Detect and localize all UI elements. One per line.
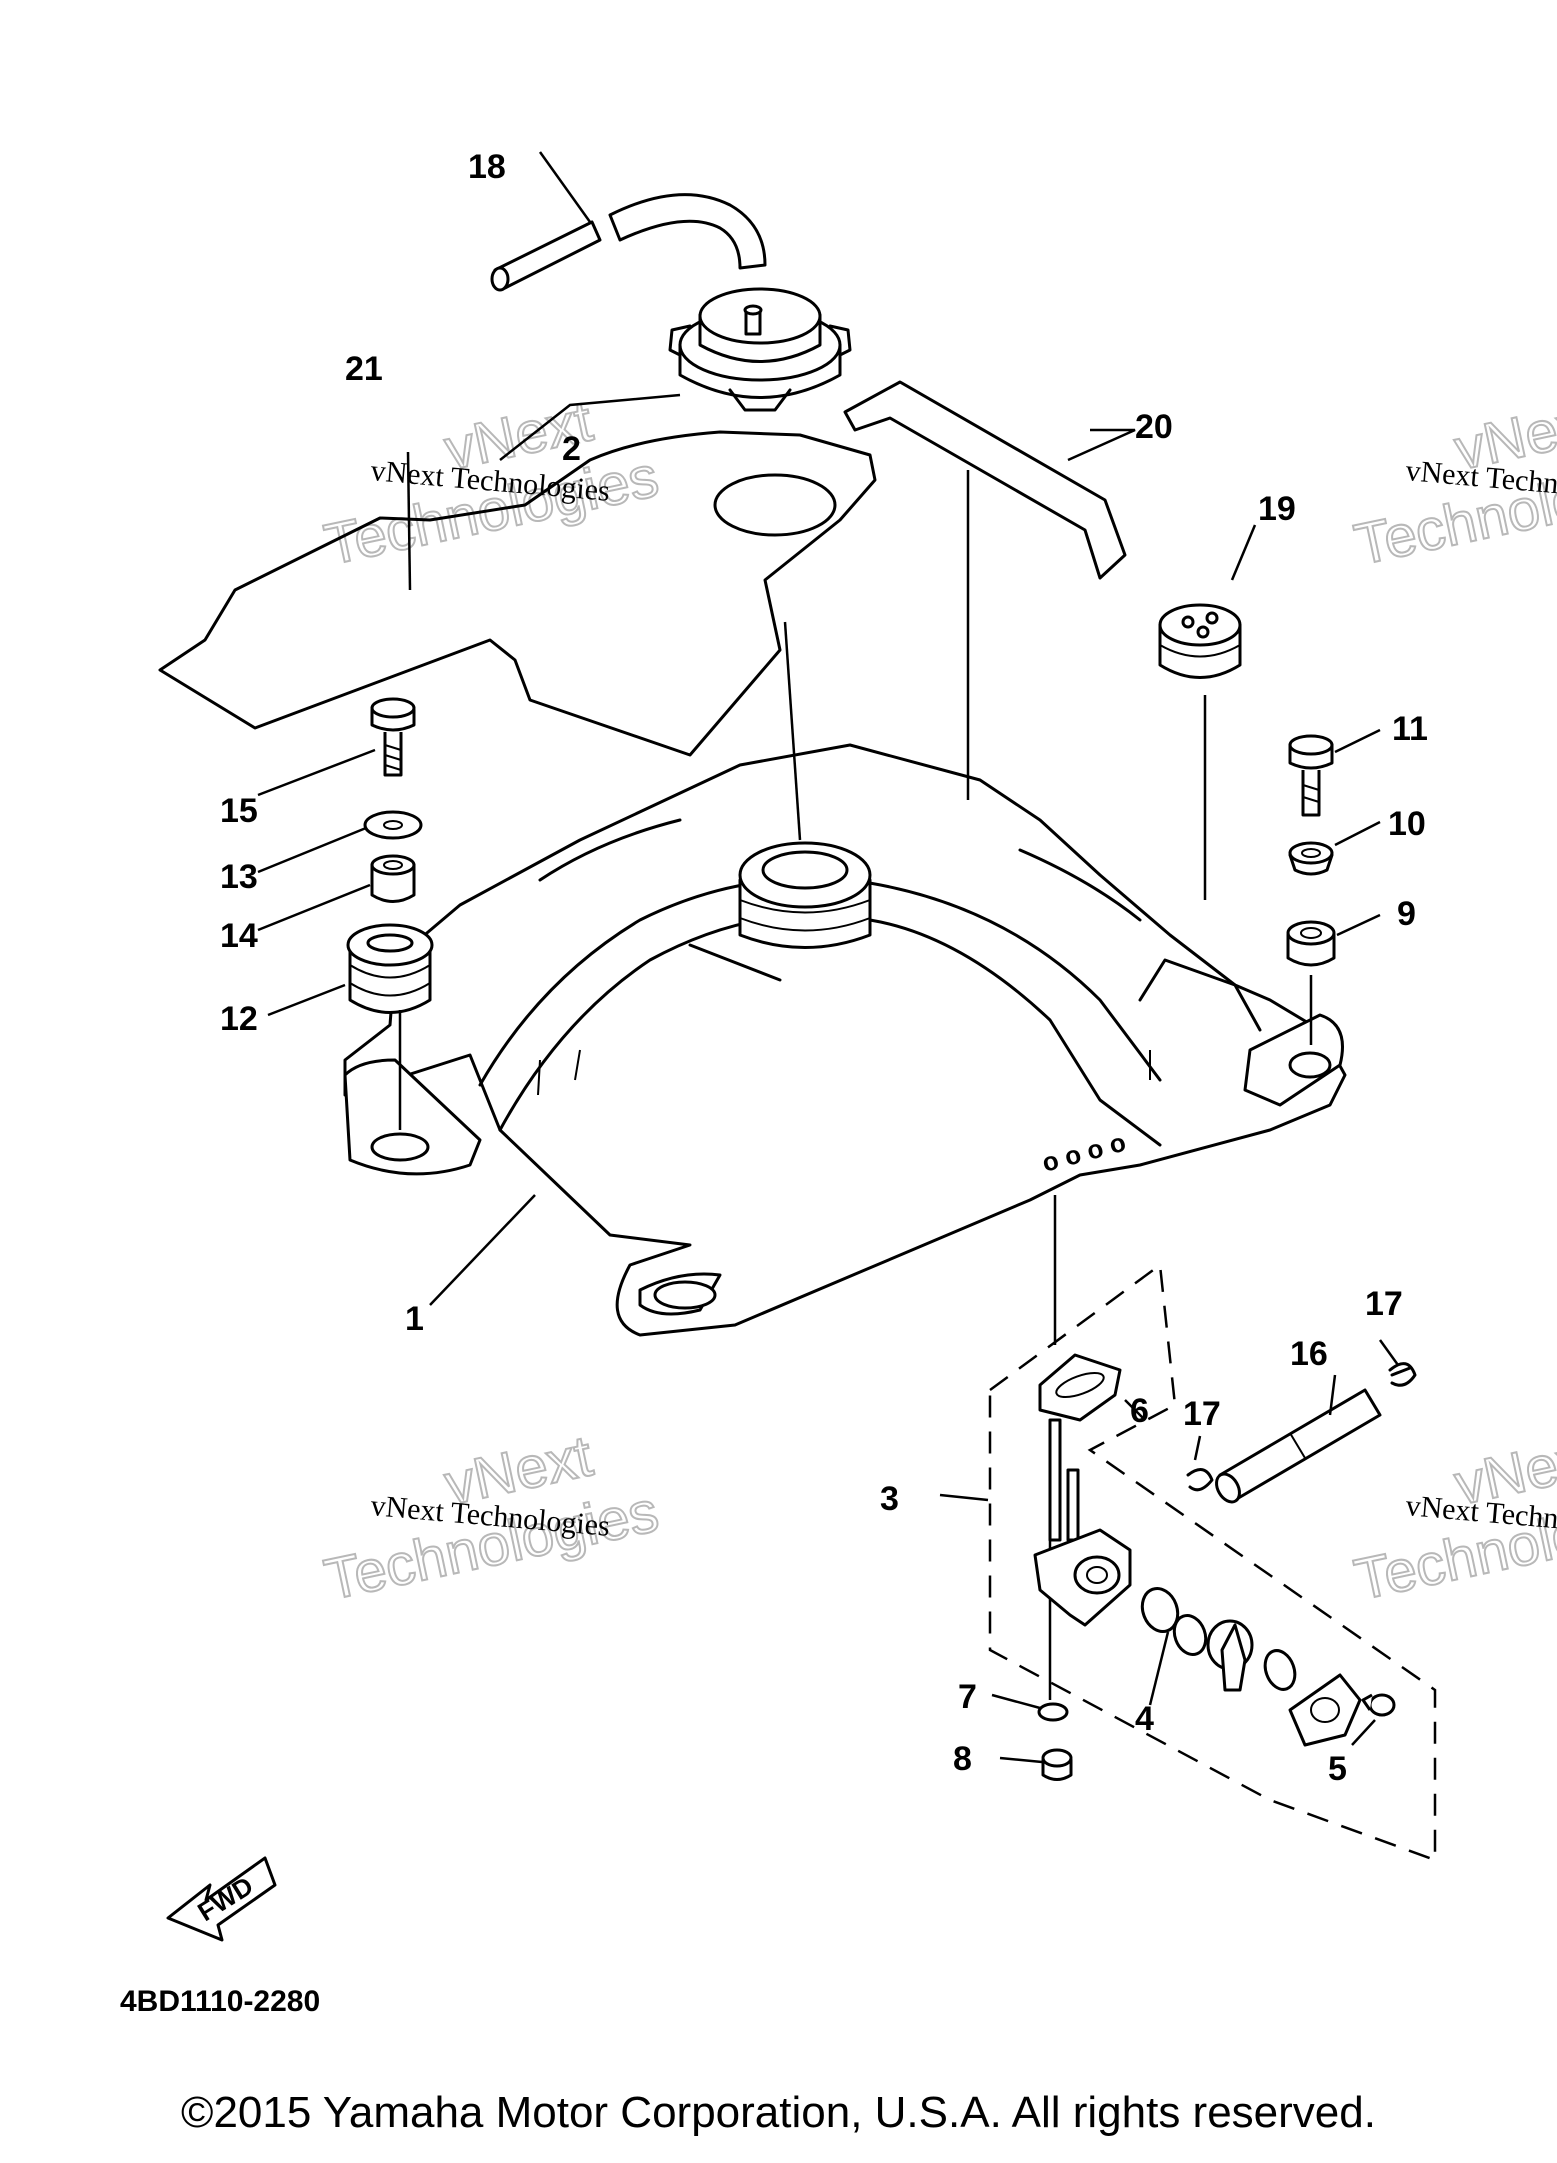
diagram-code: 4BD1110-2280 xyxy=(120,1985,320,2018)
callout-20: 20 xyxy=(1135,408,1173,446)
fuel-cock-lever xyxy=(1206,1619,1254,1692)
callout-4: 4 xyxy=(1135,1700,1154,1738)
part-2-fuel-cap xyxy=(668,287,852,412)
fuel-cock-seal xyxy=(1263,1649,1297,1691)
fuel-cock-plate xyxy=(1288,1673,1362,1747)
callout-6: 6 xyxy=(1130,1392,1149,1430)
part-9-damper xyxy=(1286,920,1336,967)
callout-5: 5 xyxy=(1328,1750,1347,1788)
callout-1: 1 xyxy=(405,1300,424,1338)
part-13-washer-hole xyxy=(383,820,403,830)
callout-17-upper: 17 xyxy=(1365,1285,1403,1323)
callout-13: 13 xyxy=(220,858,258,896)
part-17-clip-upper xyxy=(1388,1362,1417,1387)
filler-opening xyxy=(713,473,837,537)
part-12-damper xyxy=(346,923,434,1014)
part-1-fuel-tank: o o o o xyxy=(343,743,1347,1337)
callout-17-lower: 17 xyxy=(1183,1395,1221,1433)
part-20-strap xyxy=(843,380,1127,580)
callout-8: 8 xyxy=(953,1740,972,1778)
part-5-screw xyxy=(1361,1693,1396,1717)
callout-9: 9 xyxy=(1397,895,1416,933)
part-21-pad xyxy=(158,430,877,757)
watermark-top-left: Technologies vNext vNext Technologies xyxy=(318,387,665,578)
part-13-washer xyxy=(363,810,423,840)
callout-19: 19 xyxy=(1258,490,1296,528)
part-10-collar xyxy=(1288,841,1334,876)
callout-15: 15 xyxy=(220,792,258,830)
part-15-bolt xyxy=(370,697,416,777)
callout-16: 16 xyxy=(1290,1335,1328,1373)
part-11-bolt xyxy=(1288,734,1334,817)
part-18-breather-hose xyxy=(490,193,767,292)
part-16-fuel-hose xyxy=(1215,1388,1382,1504)
leader-lines xyxy=(257,151,1400,1764)
callout-11: 11 xyxy=(1392,710,1428,748)
watermark-bottom-right: Technologies vNext vNext Technologies xyxy=(1348,1422,1557,1613)
part-6-gasket xyxy=(1038,1353,1122,1422)
watermark-top-right: Technologies vNext vNext Technologies xyxy=(1348,387,1557,578)
callout-12: 12 xyxy=(220,1000,258,1038)
callout-18: 18 xyxy=(468,148,506,186)
callout-labels: 1 2 3 4 5 6 7 8 9 10 11 12 13 14 15 16 1… xyxy=(220,148,1428,1788)
part-8-drain-screw xyxy=(1041,1748,1073,1781)
copyright-notice: ©2015 Yamaha Motor Corporation, U.S.A. A… xyxy=(181,2088,1376,2137)
callout-21: 21 xyxy=(345,350,383,388)
fuel-cock-body xyxy=(1033,1418,1132,1627)
align-line-cap xyxy=(783,621,802,841)
part-4-o-ring xyxy=(1140,1587,1180,1633)
part-17-clip-lower xyxy=(1186,1468,1214,1492)
callout-7: 7 xyxy=(958,1678,977,1716)
callout-3: 3 xyxy=(880,1480,899,1518)
callout-14: 14 xyxy=(220,917,258,955)
part-7-washer xyxy=(1037,1702,1069,1722)
part-14-collar xyxy=(370,854,416,903)
callout-2: 2 xyxy=(562,430,581,468)
part-19-damper xyxy=(1158,603,1242,679)
fwd-arrow: FWD xyxy=(166,1856,277,1942)
part-4-o-ring-2 xyxy=(1172,1614,1208,1656)
watermark-bottom-left: Technologies vNext vNext Technologies xyxy=(318,1422,665,1613)
callout-10: 10 xyxy=(1388,805,1426,843)
part-3-assembly-outline xyxy=(988,1262,1437,1862)
